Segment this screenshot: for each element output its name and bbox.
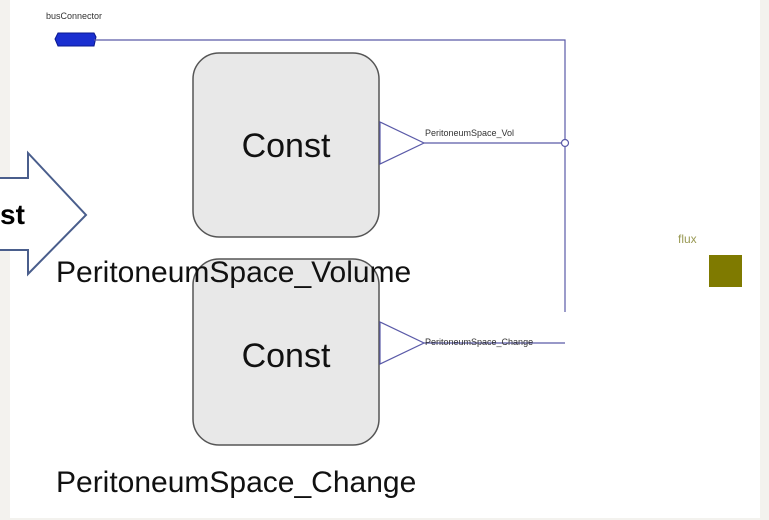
volume-output-port-icon[interactable]	[379, 121, 426, 165]
change-output-label: PeritoneumSpace_Change	[425, 337, 533, 347]
bus-connector-label: busConnector	[46, 11, 102, 21]
const-block-volume-title: Const	[242, 127, 331, 165]
diagram-svg: busConnector Const PeritoneumSpace_Vol C…	[0, 11, 742, 499]
callout-arrow-text: st	[0, 199, 25, 230]
volume-output-label: PeritoneumSpace_Vol	[425, 128, 514, 138]
flux-connector-icon[interactable]	[709, 255, 742, 287]
block-name-volume: PeritoneumSpace_Volume	[56, 256, 411, 289]
const-block-change[interactable]	[192, 258, 380, 446]
const-block-volume[interactable]	[192, 52, 380, 238]
bus-connector-icon[interactable]	[54, 32, 97, 47]
volume-connection-dot	[560, 138, 570, 148]
block-name-change: PeritoneumSpace_Change	[56, 466, 416, 499]
flux-label: flux	[678, 232, 697, 246]
callout-arrow-icon	[0, 150, 88, 277]
const-block-change-title: Const	[242, 337, 331, 375]
change-output-port-icon[interactable]	[379, 321, 426, 365]
bus-wire	[94, 39, 566, 312]
